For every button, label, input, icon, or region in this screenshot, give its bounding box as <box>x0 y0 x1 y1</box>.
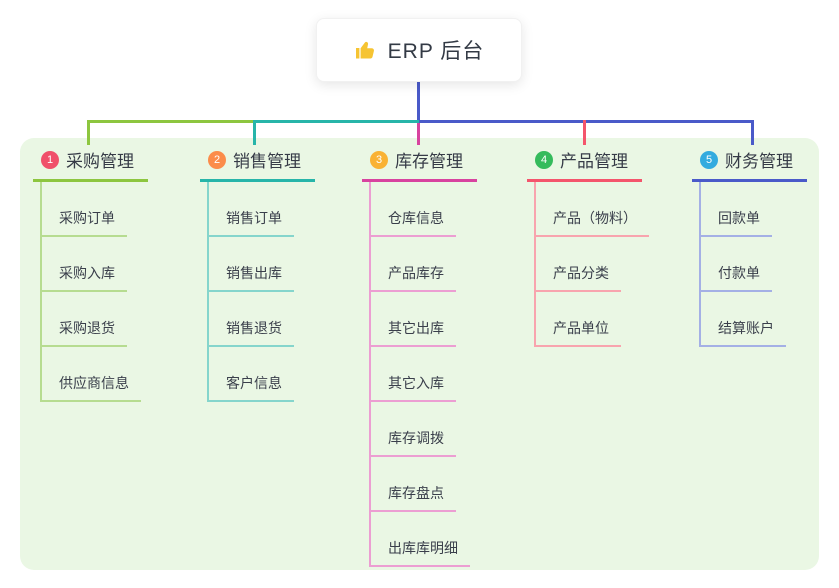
child-node: 采购退货 <box>42 292 148 347</box>
branch-children: 产品（物料） 产品分类 产品单位 <box>534 182 649 347</box>
child-node: 库存调拨 <box>371 402 477 457</box>
child-label[interactable]: 其它入库 <box>371 373 456 402</box>
branch-title-product[interactable]: 4 产品管理 <box>527 147 642 182</box>
drop-line-sales <box>253 120 256 145</box>
child-label[interactable]: 仓库信息 <box>371 208 456 237</box>
child-node: 仓库信息 <box>371 182 477 237</box>
child-node: 产品分类 <box>536 237 649 292</box>
branch-title-purchase[interactable]: 1 采购管理 <box>33 147 148 182</box>
branch-children: 销售订单 销售出库 销售退货 客户信息 <box>207 182 315 402</box>
bus-segment-blue <box>419 120 754 123</box>
child-label[interactable]: 销售出库 <box>209 263 294 292</box>
child-node: 结算账户 <box>701 292 807 347</box>
branch-children: 仓库信息 产品库存 其它出库 其它入库 库存调拨 库存盘点 出库库明细 <box>369 182 477 567</box>
root-connector-line <box>417 81 420 122</box>
child-node: 产品（物料） <box>536 182 649 237</box>
child-label[interactable]: 销售订单 <box>209 208 294 237</box>
branch-title-inventory[interactable]: 3 库存管理 <box>362 147 477 182</box>
child-node: 产品单位 <box>536 292 649 347</box>
child-node: 供应商信息 <box>42 347 148 402</box>
bus-segment-teal <box>254 120 419 123</box>
branch-title-label: 销售管理 <box>233 152 301 171</box>
child-label[interactable]: 采购入库 <box>42 263 127 292</box>
branch-title-label: 库存管理 <box>395 152 463 171</box>
child-node: 采购订单 <box>42 182 148 237</box>
branch-purchase: 1 采购管理 采购订单 采购入库 采购退货 供应商信息 <box>33 147 148 402</box>
branch-product: 4 产品管理 产品（物料） 产品分类 产品单位 <box>527 147 649 347</box>
child-label[interactable]: 回款单 <box>701 208 772 237</box>
branch-title-label: 财务管理 <box>725 152 793 171</box>
child-label[interactable]: 结算账户 <box>701 318 786 347</box>
branch-children: 采购订单 采购入库 采购退货 供应商信息 <box>40 182 148 402</box>
drop-line-finance <box>751 120 754 145</box>
child-label[interactable]: 产品分类 <box>536 263 621 292</box>
child-node: 客户信息 <box>209 347 315 402</box>
bus-segment-green <box>87 120 254 123</box>
child-node: 采购入库 <box>42 237 148 292</box>
branch-badge: 1 <box>41 150 59 169</box>
drop-line-inventory <box>417 123 420 145</box>
branch-panel-background <box>20 138 819 570</box>
child-node: 产品库存 <box>371 237 477 292</box>
child-node: 回款单 <box>701 182 807 237</box>
thumbs-up-icon <box>355 41 374 59</box>
branch-title-label: 产品管理 <box>560 152 628 171</box>
child-label[interactable]: 付款单 <box>701 263 772 292</box>
drop-line-product <box>583 120 586 145</box>
branch-children: 回款单 付款单 结算账户 <box>699 182 807 347</box>
branch-title-finance[interactable]: 5 财务管理 <box>692 147 807 182</box>
child-node: 库存盘点 <box>371 457 477 512</box>
child-label[interactable]: 库存盘点 <box>371 483 456 512</box>
branch-title-label: 采购管理 <box>66 152 134 171</box>
branch-badge: 3 <box>370 150 388 169</box>
child-label[interactable]: 采购退货 <box>42 318 127 347</box>
child-label[interactable]: 产品单位 <box>536 318 621 347</box>
child-node: 其它入库 <box>371 347 477 402</box>
branch-sales: 2 销售管理 销售订单 销售出库 销售退货 客户信息 <box>200 147 315 402</box>
branch-badge: 4 <box>535 150 553 169</box>
child-label[interactable]: 出库库明细 <box>371 538 470 567</box>
child-node: 销售出库 <box>209 237 315 292</box>
child-label[interactable]: 产品（物料） <box>536 208 649 237</box>
branch-finance: 5 财务管理 回款单 付款单 结算账户 <box>692 147 807 347</box>
child-label[interactable]: 销售退货 <box>209 318 294 347</box>
root-node[interactable]: ERP 后台 <box>316 18 522 82</box>
drop-line-purchase <box>87 120 90 145</box>
branch-badge: 2 <box>208 150 226 169</box>
child-label[interactable]: 采购订单 <box>42 208 127 237</box>
child-node: 付款单 <box>701 237 807 292</box>
child-label[interactable]: 其它出库 <box>371 318 456 347</box>
child-node: 出库库明细 <box>371 512 477 567</box>
child-node: 其它出库 <box>371 292 477 347</box>
child-node: 销售订单 <box>209 182 315 237</box>
branch-title-sales[interactable]: 2 销售管理 <box>200 147 315 182</box>
child-label[interactable]: 产品库存 <box>371 263 456 292</box>
branch-inventory: 3 库存管理 仓库信息 产品库存 其它出库 其它入库 库存调拨 库存盘点 出库库… <box>362 147 477 567</box>
child-label[interactable]: 库存调拨 <box>371 428 456 457</box>
branch-badge: 5 <box>700 150 718 169</box>
root-label: ERP 后台 <box>387 40 485 63</box>
child-node: 销售退货 <box>209 292 315 347</box>
child-label[interactable]: 供应商信息 <box>42 373 141 402</box>
child-label[interactable]: 客户信息 <box>209 373 294 402</box>
